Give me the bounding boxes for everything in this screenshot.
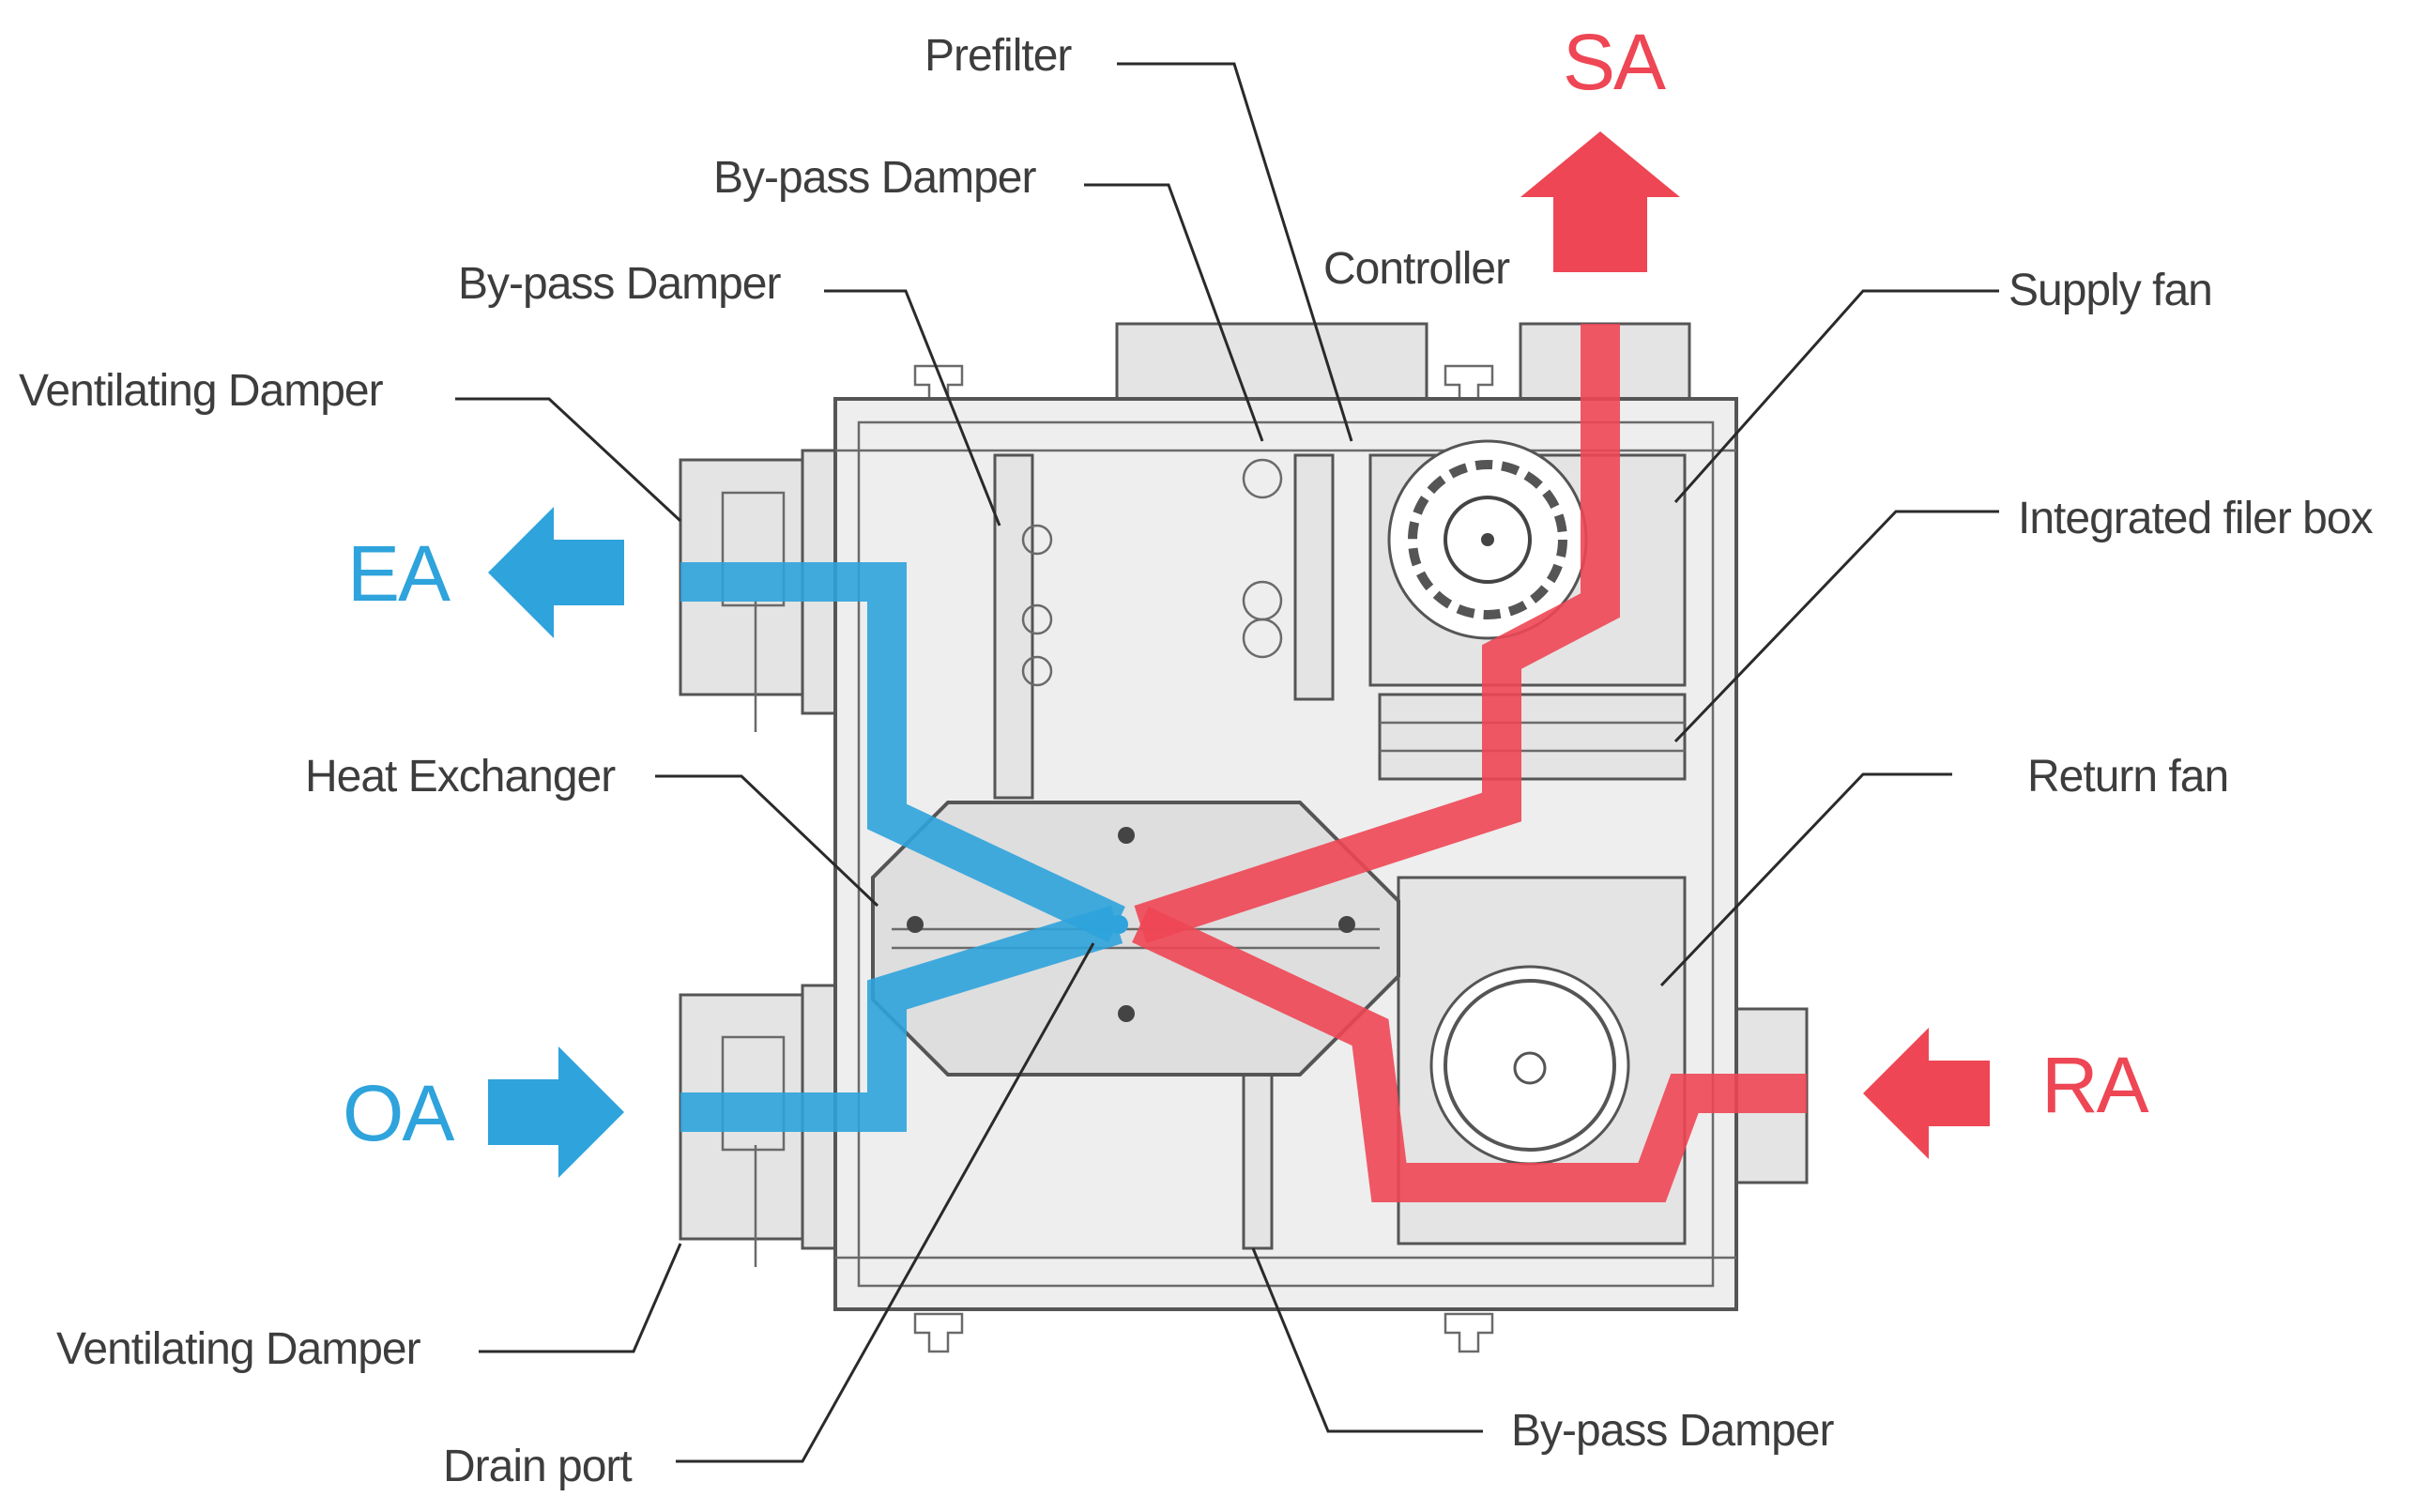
return-air-arrow-icon (1863, 1028, 1990, 1159)
heat-exchanger-leader (655, 774, 879, 908)
return-air-path (1132, 906, 1807, 1202)
outdoor-air-arrow-icon (488, 1046, 624, 1178)
exhaust-air-arrow-icon (488, 507, 624, 638)
supply-air-arrow-icon (1520, 131, 1680, 272)
prefilter-roller (1242, 458, 1283, 499)
heat-exchanger-bolt (1118, 1005, 1135, 1022)
heat-exchanger-bolt (1338, 916, 1355, 933)
bypass-damper-lower-label: By-pass Damper (1511, 1406, 1834, 1456)
bypass-damper-upper-leader (1084, 183, 1264, 442)
drain-port-leader (676, 942, 1095, 1463)
airflow-paths (680, 324, 1807, 1202)
bypass-damper-lower-leader (1251, 1247, 1483, 1433)
return-fan-wheel (1444, 979, 1616, 1152)
heat-exchanger-bolt (907, 916, 924, 933)
prefilter-leader (1117, 62, 1353, 442)
prefilter-frame (1293, 453, 1335, 701)
return-air-label: RA (2041, 1041, 2149, 1129)
callout-labels: Prefilter By-pass Damper By-pass Damper … (19, 31, 2375, 1491)
bypass-damper-upper-label: By-pass Damper (713, 153, 1036, 203)
bypass-damper-upper-panel (993, 453, 1034, 800)
integrated-filter-box (1378, 693, 1687, 781)
ventilating-damper-top-label: Ventilating Damper (19, 366, 384, 416)
exhaust-air-path (680, 562, 1125, 943)
bypass-damper-lower-panel (1242, 1059, 1274, 1250)
ventilating-damper-bottom-leader (479, 1243, 682, 1353)
ventilating-damper-top-body (721, 491, 786, 607)
flow-arrows (488, 131, 1990, 1178)
exchanger-crossing-point (1109, 915, 1128, 934)
prefilter-roller (1242, 618, 1283, 659)
heat-exchanger-label: Heat Exchanger (305, 752, 616, 802)
outdoor-air-path (680, 905, 1123, 1132)
supply-air-path (1134, 324, 1620, 943)
controller-box (1115, 322, 1428, 405)
bypass-damper-roller (1021, 655, 1053, 687)
bypass-damper-mid-leader (824, 289, 1001, 527)
bypass-damper-roller (1021, 524, 1053, 556)
integrated-filter-box-label: Integrated filer box (2018, 494, 2374, 543)
leader-lines (455, 62, 1999, 1463)
cabinet-inner-frame (857, 420, 1715, 1288)
bypass-damper-mid-label: By-pass Damper (458, 259, 781, 309)
mounting-bracket-bottom-right (1444, 1312, 1494, 1353)
drain-port-label: Drain port (443, 1442, 632, 1491)
bypass-damper-roller (1021, 603, 1053, 635)
return-fan-label: Return fan (2027, 752, 2228, 802)
exhaust-air-label: EA (347, 529, 451, 618)
return-fan-leader (1659, 772, 1952, 987)
flow-labels: SA EA OA RA (343, 18, 2151, 1157)
heat-exchanger-bolt (1118, 827, 1135, 844)
supply-fan-label: Supply fan (2009, 266, 2212, 315)
ventilating-damper-bottom-label: Ventilating Damper (56, 1324, 421, 1374)
supply-fan-leader (1673, 289, 1999, 503)
integrated-filter-box-leader (1673, 510, 1999, 743)
controller-label: Controller (1323, 244, 1510, 294)
outdoor-air-label: OA (343, 1069, 454, 1157)
supply-fan-axle (1481, 533, 1494, 546)
mounting-bracket-bottom-left (913, 1312, 964, 1353)
supply-fan-wheel (1408, 460, 1567, 619)
return-fan-hub (1513, 1051, 1547, 1085)
supply-air-label: SA (1563, 18, 1666, 106)
ventilating-damper-top-leader (455, 397, 682, 523)
prefilter-label: Prefilter (924, 31, 1072, 81)
